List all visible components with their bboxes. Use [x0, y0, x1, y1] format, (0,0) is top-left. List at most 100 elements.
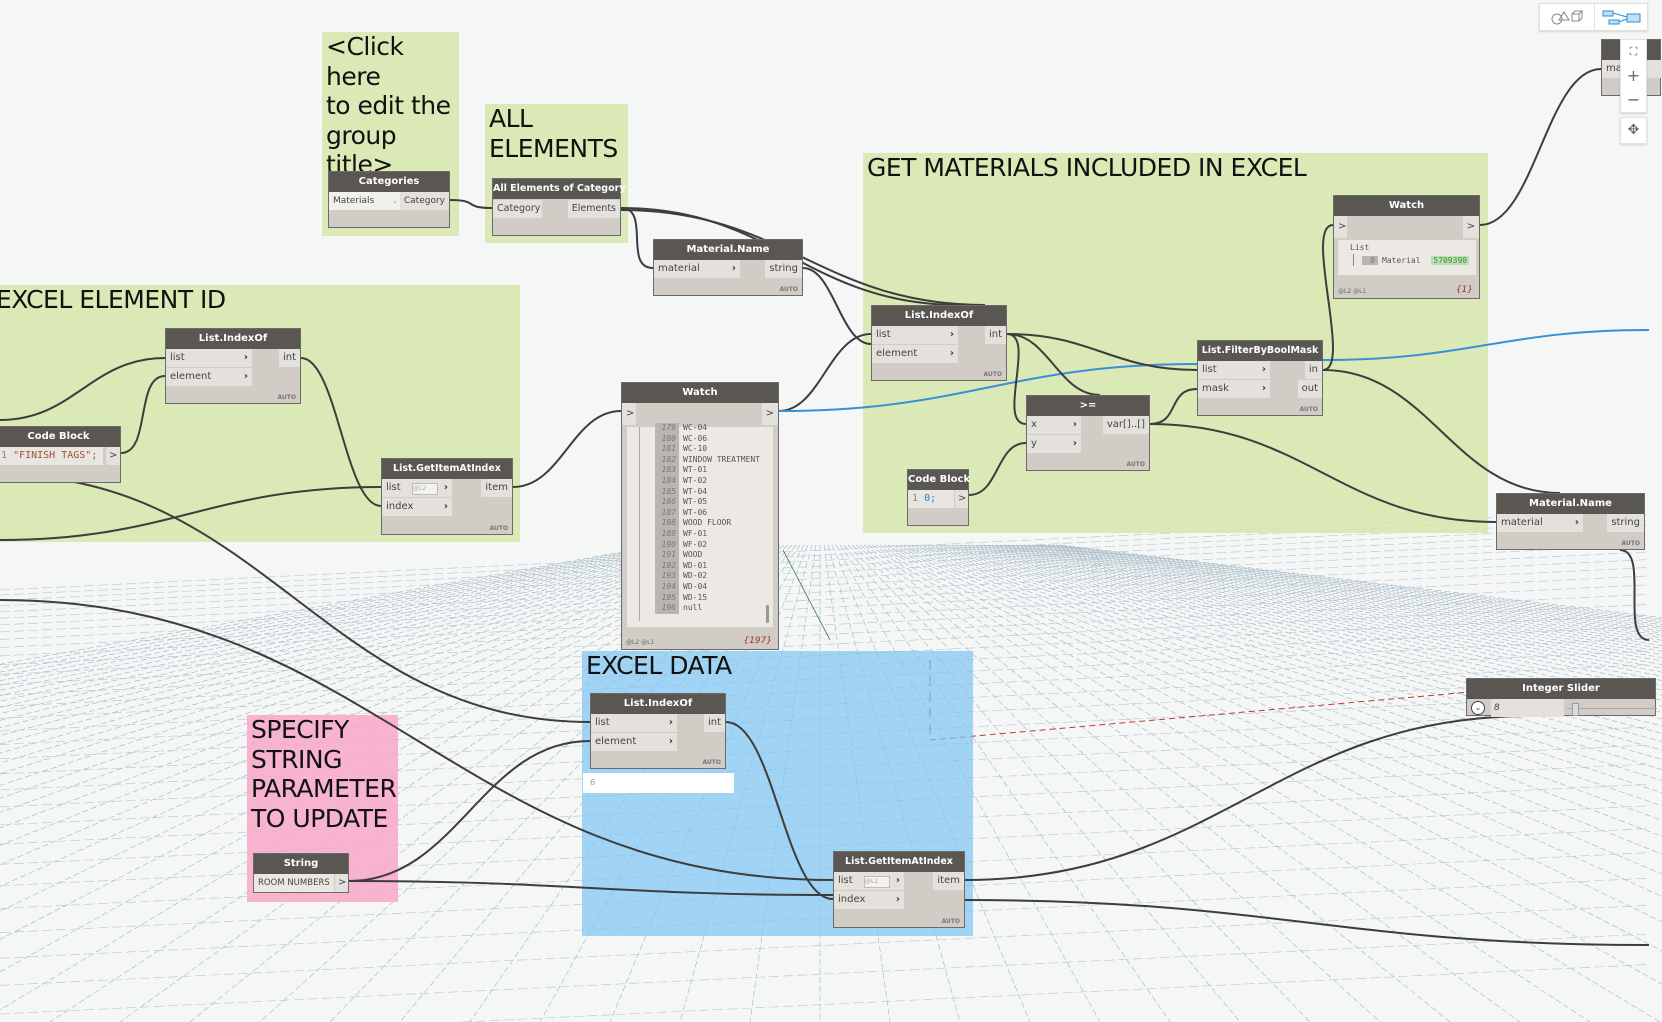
expand-slider-icon[interactable]: ⌄ — [1471, 701, 1485, 715]
input-port-list[interactable]: list› — [166, 349, 252, 367]
graph-view-button[interactable] — [1595, 4, 1647, 30]
output-port-out[interactable]: out — [1297, 380, 1322, 398]
zoom-controls: ⛶ + − — [1620, 39, 1647, 113]
output-port[interactable]: > — [1462, 216, 1479, 238]
pan-button[interactable]: ✥ — [1620, 117, 1647, 144]
watch-item-value: WD-04 — [683, 581, 708, 591]
node-preview-bubble[interactable]: 6 — [583, 773, 734, 793]
input-port-index[interactable]: index› — [834, 891, 904, 909]
node-greater-or-equal[interactable]: >= x› var[]..[] y› AUTO — [1026, 395, 1150, 471]
output-port-int[interactable]: int — [278, 349, 300, 367]
node-list-indexof[interactable]: List.IndexOf list› int element› AUTO — [590, 693, 726, 769]
watch-item-index: 180 — [655, 433, 679, 445]
node-list-indexof[interactable]: List.IndexOf list› int element› AUTO — [165, 328, 301, 404]
node-integer-slider[interactable]: Integer Slider ⌄ 8 — [1466, 678, 1657, 717]
code-editor[interactable]: 1 0; — [908, 490, 954, 508]
watch-item-value: WC-06 — [683, 433, 708, 443]
input-port-mask[interactable]: mask› — [1198, 380, 1270, 398]
output-port-int[interactable]: int — [703, 714, 725, 732]
output-port-int[interactable]: int — [984, 326, 1006, 344]
node-list-indexof[interactable]: List.IndexOf list› int element› AUTO — [871, 305, 1007, 381]
input-port[interactable]: > — [622, 403, 636, 425]
output-port-category[interactable]: Category — [399, 192, 449, 210]
input-port-element[interactable]: element› — [591, 733, 677, 751]
lacing-label: AUTO — [1299, 406, 1318, 413]
output-port[interactable]: > — [955, 490, 968, 508]
node-title: String — [254, 854, 348, 874]
node-title: List.GetItemAtIndex — [834, 852, 964, 872]
node-categories[interactable]: Categories Materials ⌄ Category — [328, 171, 450, 228]
input-port-list[interactable]: list› — [872, 326, 958, 344]
group-title[interactable]: ALL ELEMENTS — [489, 104, 618, 163]
input-port-index[interactable]: index› — [382, 498, 452, 516]
group-title[interactable]: SPECIFY STRING PARAMETER TO UPDATE — [251, 715, 397, 833]
chevron-right-icon: › — [895, 894, 900, 905]
node-material-name[interactable]: Material.Name material› string AUTO — [1496, 493, 1645, 550]
node-all-elements-of-category[interactable]: All Elements of Category Category Elemen… — [492, 178, 626, 236]
chevron-right-icon: › — [895, 875, 900, 886]
node-list-getitematindex[interactable]: List.GetItemAtIndex list @L2 › item inde… — [833, 851, 965, 928]
node-material-name[interactable]: Material.Name material› string AUTO — [653, 239, 803, 296]
input-port-element[interactable]: element› — [166, 368, 252, 386]
input-port-list[interactable]: list› — [591, 714, 677, 732]
input-port-list[interactable]: list @L2 › — [834, 872, 904, 890]
group-title[interactable]: EXCEL DATA — [586, 651, 732, 680]
zoom-out-button[interactable]: − — [1626, 90, 1641, 109]
code-editor[interactable]: 1 "FINISH TAGS"; — [0, 447, 103, 465]
node-list-getitematindex[interactable]: List.GetItemAtIndex list @L2 › item inde… — [381, 458, 513, 535]
level-selector[interactable]: @L2 — [412, 483, 438, 495]
zoom-to-fit-button[interactable]: ⛶ — [1621, 40, 1646, 64]
output-port-string[interactable]: string — [765, 260, 802, 278]
node-string[interactable]: String ROOM NUMBERS > — [253, 853, 349, 893]
input-port[interactable]: > — [1334, 216, 1347, 238]
zoom-in-button[interactable]: + — [1626, 66, 1641, 85]
watch-item-value: WD-02 — [683, 571, 708, 581]
node-list-filterbyboolmask[interactable]: List.FilterByBoolMask list› in mask› out… — [1197, 340, 1323, 416]
watch-item-index: 194 — [655, 581, 679, 593]
input-port-x[interactable]: x› — [1027, 416, 1081, 434]
input-port-list[interactable]: list› — [1198, 361, 1270, 379]
slider-track[interactable] — [1567, 708, 1657, 709]
output-port-item[interactable]: item — [481, 479, 512, 497]
input-port-y[interactable]: y› — [1027, 435, 1081, 453]
output-port-string[interactable]: string — [1607, 514, 1644, 532]
category-dropdown[interactable]: Materials ⌄ — [329, 192, 402, 210]
group-title[interactable]: <Click here to edit the group title> — [326, 32, 451, 179]
output-port[interactable]: > — [335, 874, 348, 892]
output-port-in[interactable]: in — [1304, 361, 1322, 379]
graph-view-icon — [1602, 10, 1641, 25]
geometry-view-button[interactable] — [1540, 4, 1595, 30]
output-port-elements[interactable]: Elements — [567, 200, 620, 218]
watch-item-index: 183 — [655, 465, 679, 476]
output-port[interactable]: > — [106, 447, 120, 465]
node-code-block[interactable]: Code Block 1 0; > — [907, 469, 970, 526]
input-port-list[interactable]: list @L2 › — [382, 479, 452, 497]
output-port-var[interactable]: var[]..[] — [1102, 416, 1149, 434]
string-value-input[interactable]: ROOM NUMBERS — [254, 874, 334, 892]
group-title[interactable]: EXCEL ELEMENT ID — [0, 285, 226, 314]
node-title: Material.Name — [1497, 494, 1644, 514]
level-selector[interactable]: @L2 — [864, 876, 890, 888]
watch-item-value: WF-02 — [683, 539, 708, 549]
node-code-block[interactable]: Code Block 1 "FINISH TAGS"; > — [0, 426, 121, 483]
output-port[interactable]: > — [761, 403, 778, 425]
output-port-item[interactable]: item — [933, 872, 964, 890]
scrollbar[interactable] — [766, 605, 769, 623]
slider-value-input[interactable]: 8 — [1491, 699, 1564, 717]
input-port-category[interactable]: Category — [493, 200, 542, 218]
input-port-material[interactable]: material› — [654, 260, 740, 278]
watch-item-value: WF-01 — [683, 528, 708, 538]
slider-thumb[interactable] — [1571, 703, 1579, 716]
chevron-down-icon: ⌄ — [392, 197, 398, 205]
input-port-material[interactable]: material› — [1497, 514, 1583, 532]
input-port-element[interactable]: element› — [872, 345, 958, 363]
group-title[interactable]: GET MATERIALS INCLUDED IN EXCEL — [867, 153, 1307, 182]
